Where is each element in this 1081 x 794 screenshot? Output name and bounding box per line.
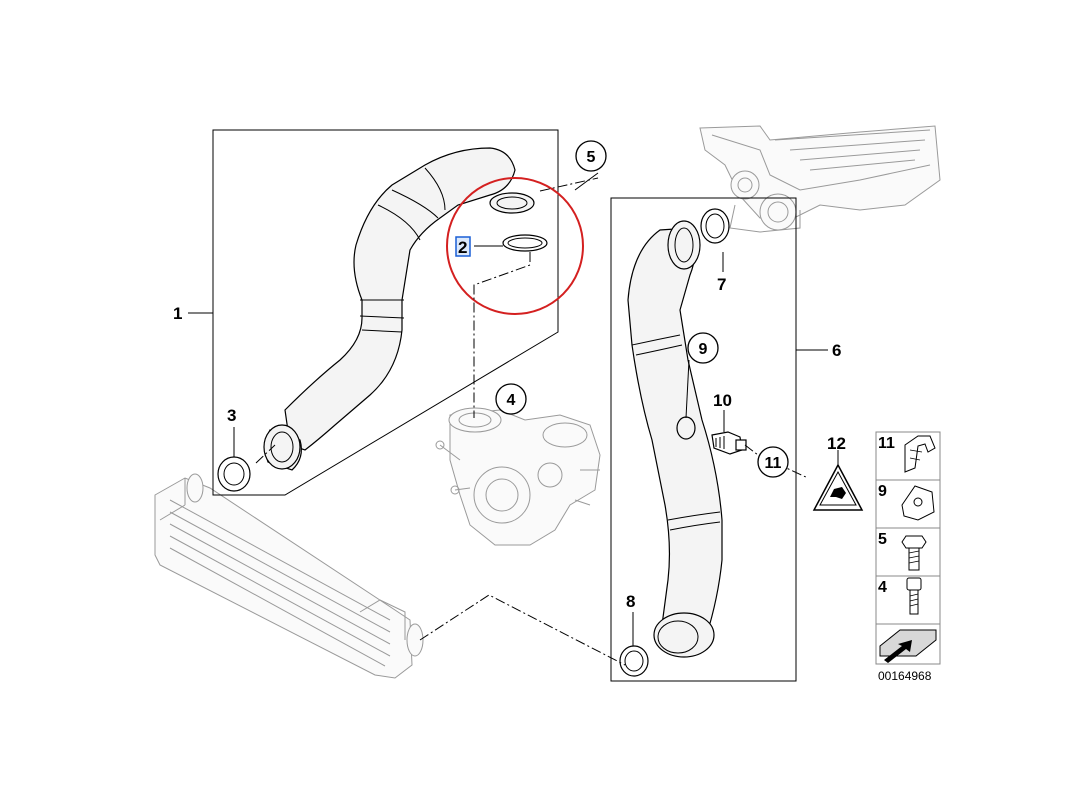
callout-3[interactable]: 3 — [227, 406, 236, 425]
callout-6[interactable]: 6 — [832, 341, 841, 360]
legend-item-4[interactable]: 4 — [878, 579, 887, 596]
warning-sign-12 — [812, 463, 864, 511]
callout-4-circle — [495, 383, 527, 415]
o-ring-8 — [619, 645, 649, 677]
socket-bolt-icon — [906, 577, 922, 615]
callout-5-circle — [575, 140, 607, 172]
nut-clip-icon — [901, 485, 935, 521]
group-frame-6 — [610, 197, 797, 682]
sensor-10 — [711, 431, 747, 455]
orientation-arrow-icon — [879, 629, 937, 663]
legend-item-5[interactable]: 5 — [878, 531, 887, 548]
charge-hose-1 — [263, 147, 535, 471]
callout-1[interactable]: 1 — [173, 304, 182, 323]
intercooler-ghost-drawing — [154, 473, 424, 679]
hardware-legend: 11 9 5 4 — [875, 431, 941, 665]
connection-lines — [255, 177, 809, 666]
callout-9-circle — [687, 332, 719, 364]
callout-2-highlight-box — [455, 236, 471, 257]
callout-11[interactable]: 11 — [765, 455, 782, 472]
o-ring-2 — [502, 234, 548, 252]
callout-12[interactable]: 12 — [827, 434, 846, 453]
o-ring-3 — [217, 456, 251, 492]
legend-item-11[interactable]: 11 — [878, 435, 895, 452]
callout-2[interactable]: 2 — [458, 238, 467, 257]
hex-bolt-icon — [901, 535, 927, 571]
engine-ghost-drawing — [699, 125, 941, 233]
callout-8[interactable]: 8 — [626, 592, 635, 611]
callout-7[interactable]: 7 — [717, 275, 726, 294]
clip-icon — [904, 435, 936, 473]
group-frame-1 — [212, 129, 559, 496]
charge-hose-6 — [627, 220, 723, 658]
highlight-circle — [446, 177, 584, 315]
legend-item-9[interactable]: 9 — [878, 483, 887, 500]
callout-5[interactable]: 5 — [587, 149, 596, 166]
leader-lines — [188, 172, 839, 646]
reference-number: 00164968 — [878, 669, 932, 683]
o-ring-7 — [700, 208, 730, 244]
callout-9[interactable]: 9 — [699, 341, 708, 358]
turbocharger-ghost-drawing — [435, 407, 601, 546]
callout-10[interactable]: 10 — [713, 391, 732, 410]
callout-11-circle — [757, 446, 789, 478]
callout-4[interactable]: 4 — [507, 392, 516, 409]
